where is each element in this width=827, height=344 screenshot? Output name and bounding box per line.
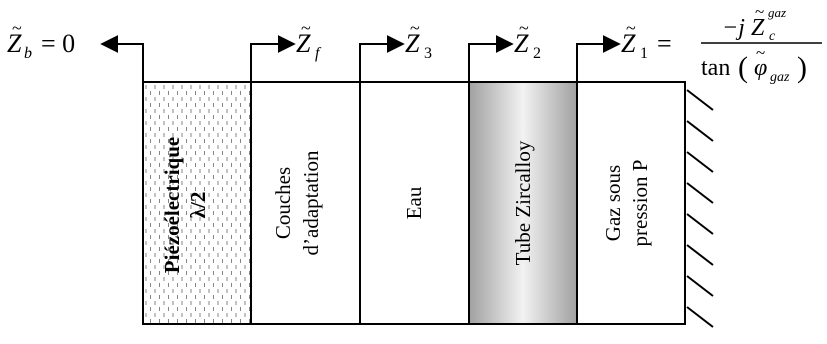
label-zf: Z ~ f [296,18,322,62]
svg-text:d’adaptation: d’adaptation [299,150,323,255]
layer-label-line: pression P [628,160,652,247]
svg-text:3: 3 [424,45,432,62]
svg-text:λ/2: λ/2 [186,192,210,219]
svg-text:f: f [315,45,322,62]
layer-label-line: Tube Zircalloy [511,140,535,265]
arrow-zb [100,35,144,82]
label-z3: Z ~ 3 [405,18,432,62]
svg-text:~: ~ [12,18,22,38]
layer-label-line: Eau [402,186,426,219]
layer-adaptation: Couches d’adaptation [250,81,361,325]
svg-text:Eau: Eau [402,186,426,219]
svg-text:c: c [769,29,776,44]
layer-zircalloy-tube: Tube Zircalloy [468,81,578,325]
layer-label-line: d’adaptation [299,150,323,255]
svg-text:=: = [657,29,672,58]
layer-label-line: Couches [271,167,295,239]
svg-text:(: ( [738,51,748,84]
svg-text:Tube Zircalloy: Tube Zircalloy [511,140,535,265]
svg-text:gaz: gaz [768,5,786,20]
label-z1: Z ~ 1 = −j Z ~ c gaz tan ( φ ~ gaz ) [621,2,822,85]
layer-water: Eau [359,81,470,325]
svg-text:): ) [797,51,807,84]
svg-text:Gaz sous: Gaz sous [601,165,625,241]
arrow-z1 [576,35,621,82]
svg-text:Z: Z [296,29,311,58]
svg-text:~: ~ [410,18,420,38]
arrow-z3 [359,35,405,82]
svg-text:pression P: pression P [628,160,652,247]
svg-text:Couches: Couches [271,167,295,239]
layer-label-line: Gaz sous [601,165,625,241]
svg-text:1: 1 [640,45,648,62]
svg-text:φ: φ [754,55,767,81]
svg-text:~: ~ [756,43,765,62]
svg-text:~: ~ [519,18,529,38]
svg-text:~: ~ [626,18,636,38]
arrow-zf [250,35,296,82]
layer-piezoelectric: Piézoélectrique λ/2 [142,81,252,325]
label-zb: Z ~ b = 0 [7,18,75,62]
svg-text:Z: Z [7,29,22,58]
svg-text:Z: Z [514,29,529,58]
layer-label-line: Piézoélectrique [160,137,184,273]
svg-text:~: ~ [755,2,764,21]
svg-text:gaz: gaz [770,70,790,85]
svg-text:= 0: = 0 [41,29,75,58]
svg-text:2: 2 [533,45,541,62]
layer-gas: Gaz sous pression P [576,81,686,325]
rigid-wall-hatching [684,82,714,328]
svg-text:tan: tan [701,55,730,81]
layer-label-line: λ/2 [186,192,210,219]
arrow-z2 [468,35,514,82]
svg-text:Z: Z [751,15,765,41]
svg-text:−j: −j [722,15,745,41]
svg-text:Piézoélectrique: Piézoélectrique [160,137,184,273]
svg-text:Z: Z [405,29,420,58]
svg-text:b: b [24,45,32,62]
svg-text:Z: Z [621,29,636,58]
label-z2: Z ~ 2 [514,18,541,62]
svg-text:~: ~ [301,18,311,38]
